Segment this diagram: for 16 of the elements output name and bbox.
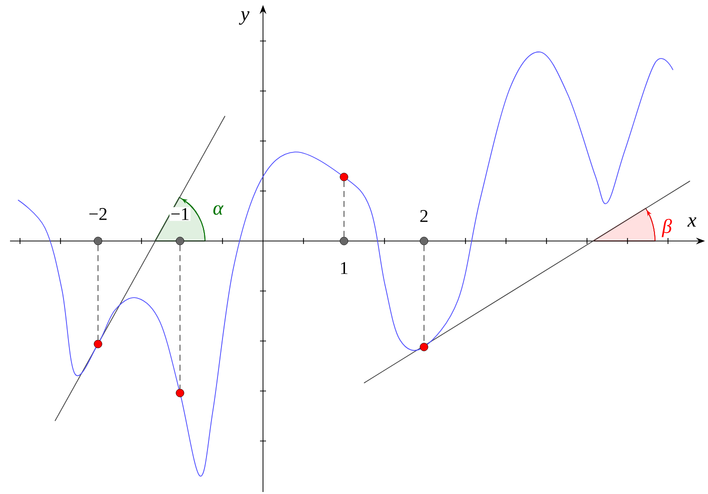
- axis-label: x: [687, 217, 696, 227]
- point: [94, 236, 102, 246]
- axis-label: y: [238, 11, 250, 25]
- point: [94, 340, 102, 348]
- point: [176, 236, 184, 246]
- tick-label: 1: [338, 261, 350, 275]
- point: [420, 236, 428, 246]
- point: [176, 388, 184, 398]
- tick-label: −1: [169, 207, 191, 221]
- tick-label: 2: [418, 209, 430, 223]
- point: [340, 172, 348, 182]
- point: [420, 342, 428, 352]
- tick-label: −2: [87, 207, 109, 221]
- axis-label: α: [213, 205, 224, 215]
- axis-label: β: [662, 218, 672, 238]
- point: [340, 236, 348, 246]
